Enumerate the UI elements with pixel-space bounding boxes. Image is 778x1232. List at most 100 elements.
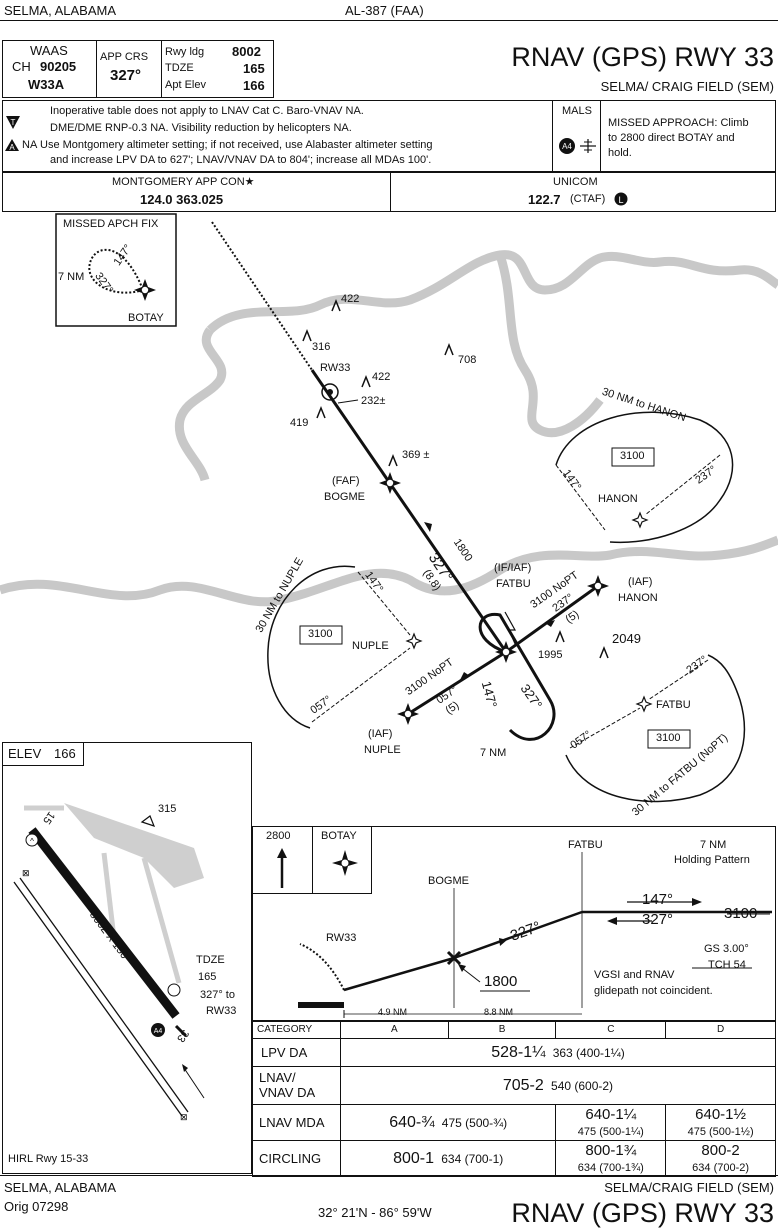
iaf-hanon-label: (IAF): [628, 576, 653, 588]
hanon-fix-icon: [587, 575, 609, 597]
footer-airport: SELMA/CRAIG FIELD (SEM): [604, 1180, 774, 1195]
profile-missed-fix: BOTAY: [321, 830, 357, 842]
runway-lighting: HIRL Rwy 15-33: [8, 1153, 89, 1165]
lpv-minimums: 528-1¼: [491, 1043, 546, 1061]
footer-title: RNAV (GPS) RWY 33: [511, 1198, 774, 1228]
lpv-row: LPV DA 528-1¼ 363 (400-1¼): [252, 1038, 777, 1067]
airport-obstacle: 315: [158, 803, 177, 815]
app-crs-label: APP CRS: [100, 51, 149, 63]
rwy-ldg-value: 8002: [232, 44, 261, 59]
profile-hold-note: 7 NM: [700, 839, 727, 851]
sketch-tdze-value: 165: [198, 971, 217, 983]
missed-fix-name: BOTAY: [128, 312, 164, 324]
missed-approach-2: to 2800 direct BOTAY and: [608, 132, 735, 144]
svg-text:⊠: ⊠: [180, 1112, 188, 1122]
tdze-label: TDZE: [165, 62, 194, 74]
profile-hold-note-2: Holding Pattern: [674, 854, 750, 866]
lnav-vnav-row: LNAV/VNAV DA 705-2 540 (600-2): [252, 1066, 777, 1105]
note-line-1: Inoperative table does not apply to LNAV…: [50, 105, 364, 117]
svg-text:A4: A4: [562, 142, 572, 151]
svg-text:A4: A4: [154, 1028, 163, 1035]
lnav-vnav-label-1: LNAV/: [259, 1070, 296, 1086]
hold-leg: 7 NM: [480, 747, 507, 759]
footer-coordinates: 32° 21'N - 86° 59'W: [318, 1205, 432, 1220]
svg-text:A: A: [9, 143, 15, 152]
apt-elev-value: 166: [243, 78, 265, 93]
airport-sketch: [2, 742, 252, 1174]
profile-fatbu: FATBU: [568, 839, 603, 851]
profile-hold-outbound: 327°: [642, 911, 674, 928]
lnav-d-minimums: 640-1½: [695, 1106, 747, 1124]
lnav-d-detail: 475 (500-1½): [687, 1125, 754, 1138]
circling-label: CIRCLING: [252, 1140, 341, 1177]
sketch-tdze-label: TDZE: [196, 954, 225, 966]
waas-channel: 90205: [40, 59, 77, 74]
missed-fix-icon: [332, 850, 358, 876]
profile-diagram: [298, 852, 772, 1018]
obstacle-316: 316: [312, 341, 331, 353]
approach-lighting-icon: A4: [559, 138, 596, 154]
iaf-nuple-name: NUPLE: [364, 744, 401, 756]
lnav-c-minimums: 640-1¼: [585, 1106, 637, 1124]
missed-hold-leg: 7 NM: [58, 271, 85, 283]
if-name: FATBU: [496, 578, 531, 590]
svg-text:L: L: [618, 195, 623, 205]
profile-tch: TCH 54: [708, 959, 746, 971]
lnav-vnav-label-3: DA: [297, 1084, 316, 1100]
apt-elev-label: Apt Elev: [165, 79, 206, 91]
procedure-id: AL-387 (FAA): [345, 3, 424, 18]
obstacle-1995: 1995: [538, 649, 563, 661]
note-line-4: and increase LPV DA to 627'; LNAV/VNAV D…: [50, 154, 432, 166]
fatbu-fix-icon: [495, 641, 517, 663]
profile-glideslope: GS 3.00°: [704, 943, 749, 955]
taa-nuple-altitude: 3100: [308, 628, 333, 640]
note-line-2: DME/DME RNP-0.3 NA. Visibility reduction…: [50, 122, 352, 134]
lighting-label: MALS: [562, 105, 592, 117]
iaf-nuple-label: (IAF): [368, 728, 393, 740]
obstacle-2049: 2049: [612, 631, 641, 646]
approach-frequencies: 124.0 363.025: [140, 192, 224, 207]
category-a: A: [339, 1020, 449, 1039]
lpv-label: LPV DA: [252, 1038, 341, 1067]
profile-distance-1: 4.9 NM: [378, 1007, 408, 1017]
alternate-minimums-icon: A: [5, 139, 19, 152]
missed-approach-1: MISSED APPROACH: Climb: [608, 117, 749, 129]
lnav-c-detail: 475 (500-1¼): [577, 1125, 644, 1138]
category-c: C: [555, 1020, 667, 1039]
chart-title: RNAV (GPS) RWY 33: [511, 42, 774, 72]
note-na-prefix: NA: [22, 139, 38, 151]
lnav-label: LNAV MDA: [252, 1104, 341, 1141]
profile-hold-inbound: 147°: [642, 891, 674, 908]
iaf-hanon-name: HANON: [618, 592, 658, 604]
circling-ab-minimums: 800-1: [393, 1149, 434, 1167]
taa-nuple-fix: NUPLE: [352, 640, 389, 652]
obstacle-708: 708: [458, 354, 477, 366]
profile-vgsi-2: glidepath not coincident.: [594, 985, 713, 997]
rw33-label: RW33: [320, 362, 351, 374]
missed-fix-label: MISSED APCH FIX: [63, 218, 159, 230]
taa-hanon-fix: HANON: [598, 493, 638, 505]
sketch-course-note: 327° to: [200, 989, 235, 1001]
waas-label: WAAS: [30, 43, 68, 58]
plan-view: [0, 213, 778, 803]
lnav-vnav-minimums: 705-2: [502, 1076, 544, 1094]
profile-rw33: RW33: [326, 932, 357, 944]
header-rule: [0, 20, 778, 21]
profile-distance-2: 8.8 NM: [484, 1007, 514, 1017]
circling-c-detail: 634 (700-1¾): [577, 1161, 644, 1174]
svg-text:⊠: ⊠: [22, 868, 30, 878]
app-crs-value: 327°: [110, 67, 142, 84]
taa-hanon-altitude: 3100: [620, 450, 645, 462]
profile-bogme: BOGME: [428, 875, 469, 887]
lnav-vnav-minimums-detail: 540 (600-2): [551, 1078, 614, 1093]
bogme-fix-icon: [379, 472, 401, 494]
lnav-ab-detail: 475 (500-¾): [441, 1115, 508, 1130]
rwy-ldg-label: Rwy ldg: [165, 46, 205, 58]
airport-elev-label: ELEV: [8, 746, 42, 761]
taa-fatbu-altitude: 3100: [656, 732, 681, 744]
svg-text:^: ^: [30, 837, 34, 846]
tdze-value: 165: [243, 61, 265, 76]
if-label: (IF/IAF): [494, 562, 532, 574]
circling-ab-detail: 634 (700-1): [441, 1151, 504, 1166]
